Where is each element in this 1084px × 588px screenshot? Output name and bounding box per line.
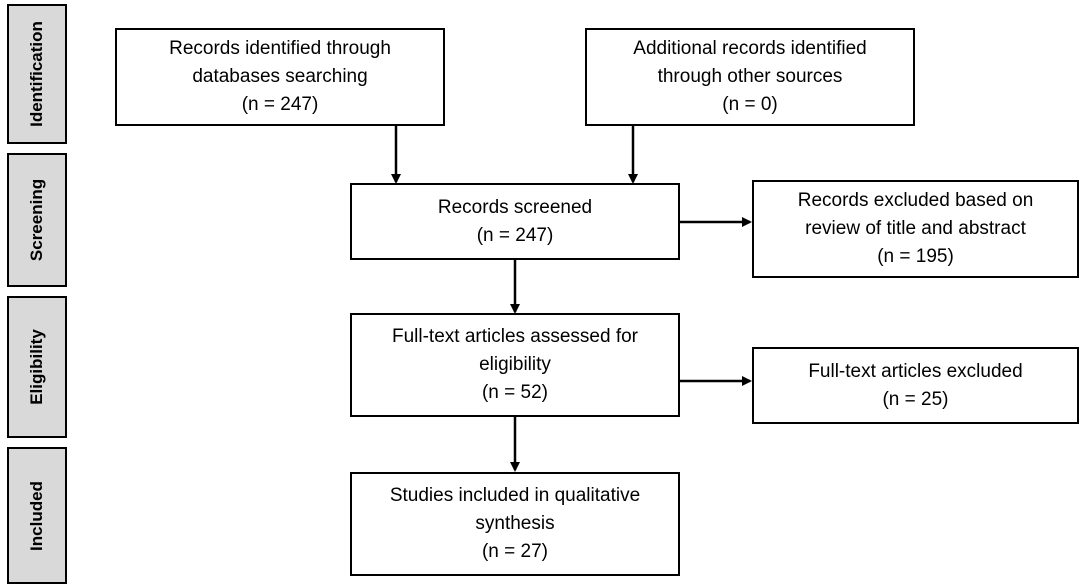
studies-included-count: (n = 27) — [481, 541, 548, 562]
phase-eligibility-label: Eligibility — [27, 329, 46, 405]
fulltext-assessed-line2: eligibility — [479, 354, 551, 375]
studies-included-line2: synthesis — [475, 513, 555, 534]
box-records-excluded: Records excluded based on review of titl… — [752, 180, 1079, 278]
additional-records-count: (n = 0) — [722, 94, 778, 115]
phase-screening-label: Screening — [27, 178, 46, 262]
records-screened-count: (n = 247) — [476, 224, 554, 246]
additional-records-line2: through other sources — [657, 66, 843, 87]
phase-eligibility: Eligibility — [7, 296, 67, 438]
phase-included-label: Included — [27, 480, 46, 551]
box-fulltext-assessed: Full-text articles assessed for eligibil… — [350, 313, 680, 417]
box-fulltext-excluded: Full-text articles excluded (n = 25) — [752, 347, 1079, 424]
records-excluded-line2: review of title and abstract — [805, 218, 1026, 239]
fulltext-excluded-count: (n = 25) — [882, 388, 949, 410]
phase-identification-label: Identification — [27, 21, 46, 127]
phase-screening: Screening — [7, 153, 67, 287]
records-excluded-count: (n = 195) — [877, 246, 954, 267]
fulltext-assessed-line1: Full-text articles assessed for — [391, 326, 639, 347]
records-identified-line1: Records identified through — [169, 38, 391, 59]
records-excluded-line1: Records excluded based on — [797, 190, 1034, 211]
studies-included-line1: Studies included in qualitative — [389, 485, 641, 506]
phase-included: Included — [7, 447, 67, 584]
fulltext-excluded-line1: Full-text articles excluded — [808, 360, 1023, 382]
box-additional-records: Additional records identified through ot… — [585, 28, 915, 126]
box-records-screened: Records screened (n = 247) — [350, 183, 680, 260]
records-identified-line2: databases searching — [192, 66, 368, 87]
box-studies-included: Studies included in qualitative synthesi… — [350, 472, 680, 576]
records-identified-count: (n = 247) — [241, 94, 319, 115]
additional-records-line1: Additional records identified — [633, 38, 867, 59]
records-screened-line1: Records screened — [437, 196, 593, 218]
phase-identification: Identification — [7, 4, 67, 144]
box-records-identified: Records identified through databases sea… — [115, 28, 445, 126]
fulltext-assessed-count: (n = 52) — [481, 382, 548, 403]
